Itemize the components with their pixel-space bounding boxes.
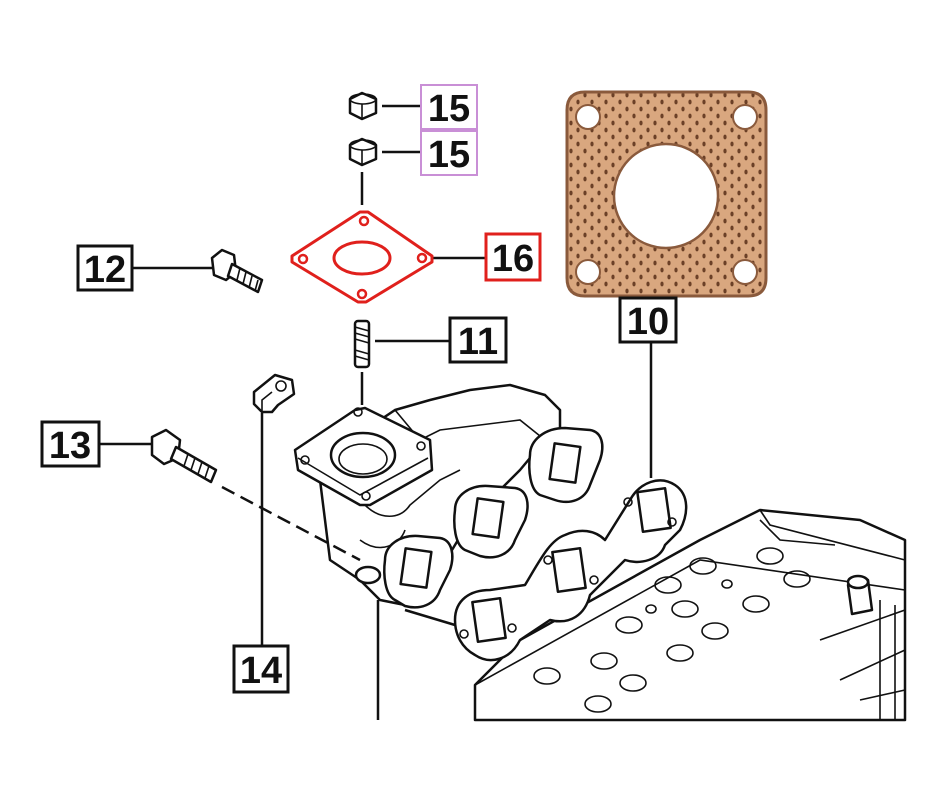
callout-14-text: 14 xyxy=(240,650,282,692)
callout-12[interactable]: 12 xyxy=(76,244,134,292)
callout-15-lower-text: 15 xyxy=(428,134,470,176)
bolt-part-13 xyxy=(150,428,218,484)
exhaust-manifold-gasket xyxy=(453,479,688,662)
callout-10-text: 10 xyxy=(627,301,669,343)
copper-exhaust-gasket-part-10 xyxy=(565,90,768,298)
callout-14[interactable]: 14 xyxy=(232,644,290,694)
exhaust-manifold xyxy=(293,383,604,609)
engine-cylinder-head xyxy=(473,508,907,722)
callout-15-upper[interactable]: 15 xyxy=(420,84,478,130)
callout-13-text: 13 xyxy=(49,425,91,467)
callout-11-text: 11 xyxy=(458,321,498,363)
callout-11[interactable]: 11 xyxy=(448,316,508,364)
nut-part-15-lower xyxy=(348,137,378,167)
callout-12-text: 12 xyxy=(84,249,126,291)
callout-15-upper-text: 15 xyxy=(428,88,470,130)
stud-part-11 xyxy=(353,319,371,369)
callout-16[interactable]: 16 xyxy=(484,232,542,282)
flange-gasket-part-16-highlighted xyxy=(290,210,434,304)
bolt-part-12 xyxy=(210,248,264,294)
nut-part-15-upper xyxy=(348,91,378,121)
callout-10[interactable]: 10 xyxy=(618,296,678,344)
callout-15-lower[interactable]: 15 xyxy=(420,130,478,176)
callout-16-text: 16 xyxy=(492,238,534,280)
callout-13[interactable]: 13 xyxy=(40,420,101,468)
bracket-part-14 xyxy=(252,373,296,414)
leader-lines xyxy=(99,104,653,720)
